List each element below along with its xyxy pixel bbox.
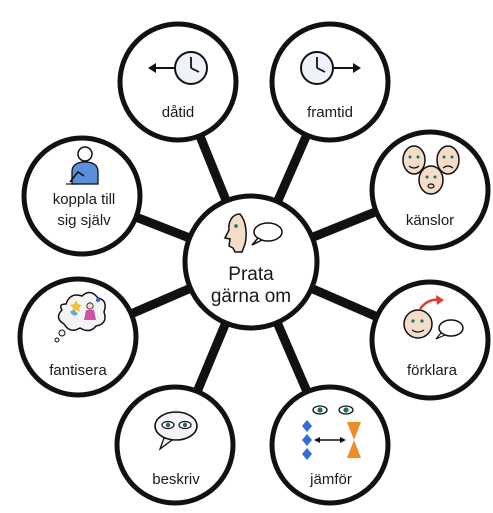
spoke-datid (195, 134, 231, 203)
eyes-compare-shapes-icon (302, 405, 361, 460)
center-node-circle (182, 193, 320, 331)
node-beskriv-label: beskriv (152, 471, 200, 488)
clock-arrow-left-icon (148, 51, 208, 85)
spoke-koppla (134, 212, 192, 243)
three-faces-icon (402, 145, 460, 195)
speaking-face-speech-bubble-icon (223, 213, 283, 253)
node-koppla-circle (21, 135, 143, 257)
center-label-line-2: gärna om (211, 286, 291, 307)
spoke-framtid (273, 133, 311, 204)
person-pointing-self-icon (66, 146, 99, 185)
node-jamfor-label: jämför (309, 471, 352, 488)
spoke-jamfor (273, 320, 312, 394)
node-datid: dåtid (117, 21, 239, 143)
node-framtid-circle (269, 21, 391, 143)
node-beskriv-circle (114, 384, 236, 506)
node-koppla: koppla till sig själv (21, 135, 143, 257)
node-datid-circle (117, 21, 239, 143)
node-beskriv: beskriv (114, 384, 236, 506)
node-forklara: förklara (369, 279, 491, 401)
node-framtid: framtid (269, 21, 391, 143)
node-datid-label: dåtid (162, 104, 195, 121)
spoke-fantisera (129, 284, 193, 319)
clock-arrow-right-icon (300, 51, 361, 85)
eyes-speech-bubble-icon (154, 411, 198, 451)
center-node: Prata gärna om (182, 193, 320, 331)
thought-cloud-icon (54, 291, 106, 343)
spoke-kanslor (310, 207, 378, 242)
connector-spokes (129, 133, 379, 394)
node-forklara-circle (369, 279, 491, 401)
node-forklara-label: förklara (407, 362, 458, 379)
node-kanslor: känslor (369, 129, 491, 251)
node-fantisera-label: fantisera (49, 362, 107, 379)
face-speech-bubble-arrow-icon (403, 295, 464, 340)
node-koppla-label-line-2: sig själv (57, 212, 111, 229)
node-koppla-label-line-1: koppla till (53, 191, 116, 208)
node-fantisera: fantisera (17, 276, 139, 398)
node-jamfor: jämför (269, 384, 391, 506)
node-kanslor-label: känslor (406, 212, 454, 229)
node-fantisera-circle (17, 276, 139, 398)
spoke-beskriv (193, 321, 230, 394)
spoke-forklara (309, 284, 379, 321)
center-label-line-1: Prata (228, 264, 274, 285)
node-framtid-label: framtid (307, 104, 353, 121)
node-jamfor-circle (269, 384, 391, 506)
